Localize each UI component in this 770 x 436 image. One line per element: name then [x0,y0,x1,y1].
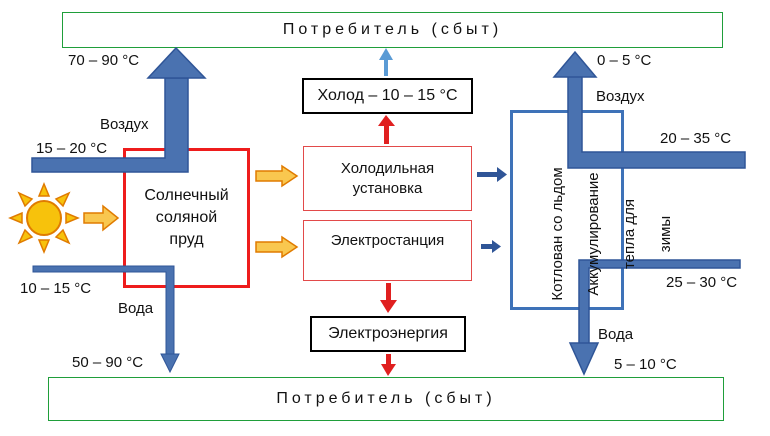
fridge-to-cold-head [378,115,395,126]
left-water-out-temp: 50 – 90 °C [72,354,144,371]
left-water-label: Вода [118,300,154,317]
bottom-consumer-box: Потребитель (сбыт) [48,377,724,421]
pit-line-4: зимы [657,215,674,253]
electricity-box: Электроэнергия [310,316,466,352]
power-plant-label: Электростанция [330,232,445,249]
sun-icon [8,182,80,254]
ice-pit-box [510,110,624,310]
refrigeration-unit-box: Холодильная установка [303,146,472,211]
pond-line-1: Солнечный [144,187,229,204]
pond-to-fridge-arrow [255,164,299,188]
cold-to-consumer-head [379,48,393,60]
right-air-label: Воздух [596,88,645,105]
electricity-to-consumer-head [381,364,396,376]
right-water-arrowhead [568,342,600,376]
bottom-consumer-label: Потребитель (сбыт) [276,390,496,407]
power-to-electricity-shaft [386,283,391,303]
fridge-line-2: установка [352,179,423,197]
cold-output-label: Холод – 10 – 15 °C [317,87,458,104]
fridge-to-cold-shaft [384,124,389,144]
right-air-in-temp: 20 – 35 °C [660,130,732,147]
power-plant-box: Электростанция [303,220,472,281]
pit-line-3: тепла для [621,198,638,270]
right-water-in-temp: 25 – 30 °C [666,274,738,291]
left-air-out-temp: 70 – 90 °C [68,52,140,69]
right-water-label: Вода [598,326,634,343]
fridge-line-1: Холодильная [340,159,435,177]
ice-pit-text: Котлован со льдом Аккумулирование тепла … [531,134,674,334]
electricity-to-consumer-shaft [386,354,391,366]
cold-output-box: Холод – 10 – 15 °C [302,78,473,114]
fridge-to-pit-head [497,167,507,182]
left-air-label: Воздух [100,116,149,133]
cold-to-consumer-shaft [384,58,388,76]
left-water-in-temp: 10 – 15 °C [20,280,92,297]
pit-line-1: Котлован со льдом [549,167,566,301]
sun-to-pond-arrow [83,204,120,232]
left-air-in-temp: 15 – 20 °C [36,140,108,157]
top-consumer-box: Потребитель (сбыт) [62,12,723,48]
right-air-arrowhead [552,50,598,78]
right-water-out-temp: 5 – 10 °C [614,356,677,373]
pond-line-3: пруд [169,231,204,248]
pond-line-2: соляной [155,209,218,226]
pit-line-2: Аккумулирование [585,172,602,296]
right-air-out-temp: 0 – 5 °C [597,52,652,69]
power-to-electricity-head [380,300,397,313]
pond-to-plant-arrow [255,235,299,259]
left-air-arrowhead [146,46,207,79]
top-consumer-label: Потребитель (сбыт) [282,21,503,38]
plant-to-pit-shaft [481,244,494,249]
left-water-arrowhead [160,353,180,374]
solar-pond-box: Солнечный соляной пруд [123,148,250,288]
electricity-label: Электроэнергия [328,325,448,342]
fridge-to-pit-shaft [477,172,499,177]
plant-to-pit-head [492,240,501,253]
